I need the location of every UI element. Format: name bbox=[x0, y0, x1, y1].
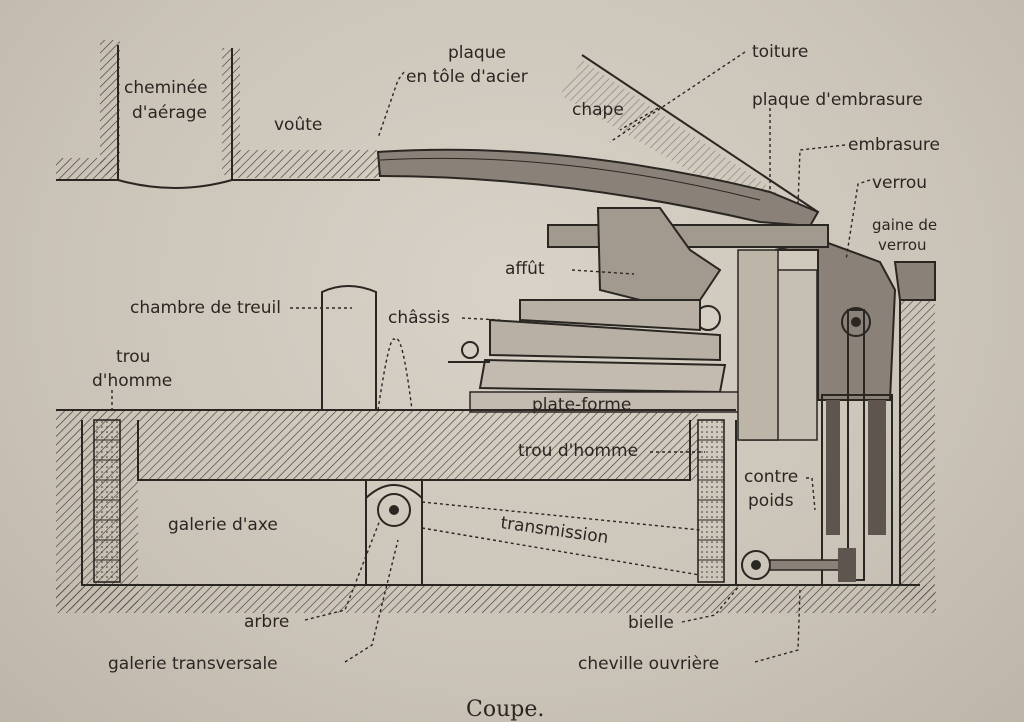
label-embrasure: embrasure bbox=[848, 135, 940, 155]
label-arbre: arbre bbox=[244, 612, 289, 632]
label-cheminee: cheminée bbox=[124, 78, 208, 98]
label-contre: contre bbox=[744, 467, 798, 487]
winch-wheel-icon bbox=[741, 548, 856, 582]
label-trou-homme-a: trou bbox=[116, 347, 150, 367]
label-transmission: transmission bbox=[499, 513, 609, 548]
label-plate-forme: plate-forme bbox=[532, 395, 631, 415]
label-toiture: toiture bbox=[752, 42, 808, 62]
label-bielle: bielle bbox=[628, 613, 674, 633]
label-chassis: châssis bbox=[388, 308, 450, 328]
label-verrou: verrou bbox=[872, 173, 927, 193]
ventilation-chimney bbox=[56, 45, 380, 189]
label-galerie-axe: galerie d'axe bbox=[168, 515, 278, 535]
label-plaque-embrasure: plaque d'embrasure bbox=[752, 90, 923, 110]
label-trou-homme-b: d'homme bbox=[92, 371, 172, 391]
winch-chamber bbox=[321, 285, 377, 410]
leader-lines bbox=[111, 51, 871, 663]
label-chape: chape bbox=[572, 100, 624, 120]
label-gaine-verrou: verrou bbox=[878, 236, 927, 254]
cannon-turret-section-drawing bbox=[448, 207, 829, 394]
figure-caption: Coupe. bbox=[466, 697, 544, 722]
shaft-wheel-icon bbox=[377, 493, 411, 527]
label-poids: poids bbox=[748, 491, 794, 511]
chassis-outline bbox=[377, 338, 413, 411]
label-affut: affût bbox=[505, 259, 545, 279]
label-galerie-transversale: galerie transversale bbox=[108, 654, 278, 674]
platform bbox=[469, 249, 779, 441]
label-plaque: plaque bbox=[448, 43, 506, 63]
label-gaine-de: gaine de bbox=[872, 216, 937, 234]
label-aerage: d'aérage bbox=[132, 103, 207, 123]
pulley-icon bbox=[841, 307, 871, 337]
steel-plate-vault bbox=[376, 54, 820, 228]
label-chambre-treuil: chambre de treuil bbox=[130, 298, 281, 318]
label-cheville: cheville ouvrière bbox=[578, 654, 719, 674]
label-voute: voûte bbox=[274, 115, 322, 135]
ladder-icon bbox=[93, 419, 121, 583]
ladder-icon-right bbox=[697, 419, 725, 583]
label-tole: en tôle d'acier bbox=[406, 67, 528, 87]
crank-wheel-icon bbox=[461, 341, 479, 359]
label-trou-homme-2: trou d'homme bbox=[518, 441, 638, 461]
